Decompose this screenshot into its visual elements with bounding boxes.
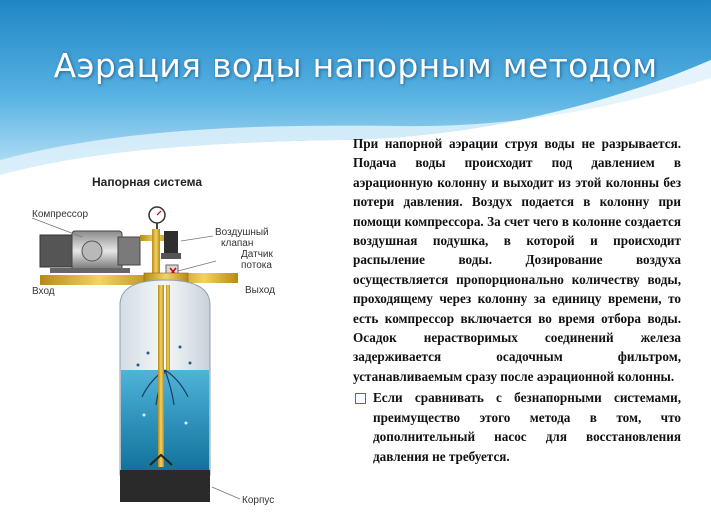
bullet-item: Если сравнивать с безнапорными системами… xyxy=(353,388,681,466)
air-valve xyxy=(161,231,181,259)
tank xyxy=(119,279,211,502)
flow-sensor-label-line1: Датчик xyxy=(241,249,273,260)
air-valve-label-line1: Воздушный xyxy=(215,227,269,238)
compressor-label: Компрессор xyxy=(32,209,88,220)
header-background xyxy=(0,0,711,175)
air-valve-leader-line xyxy=(180,235,214,242)
pressure-gauge xyxy=(148,206,166,230)
inlet-pipe xyxy=(40,275,158,285)
body-leader-line xyxy=(211,486,241,500)
air-valve-label-line2: клапан xyxy=(221,238,253,249)
inlet-label: Вход xyxy=(32,286,55,297)
bullet-text: Если сравнивать с безнапорными системами… xyxy=(373,390,681,464)
slide-title: Аэрация воды напорным методом xyxy=(53,46,658,85)
flow-sensor-leader-line xyxy=(177,260,217,272)
square-bullet-icon xyxy=(355,393,366,405)
description-text: При напорной аэрации струя воды не разры… xyxy=(353,134,681,466)
outlet-pipe xyxy=(170,273,238,283)
diagram-title: Напорная система xyxy=(92,175,202,189)
flow-sensor-label-line2: потока xyxy=(241,260,272,271)
air-pipe xyxy=(140,229,170,277)
compressor-leader-line xyxy=(31,217,83,238)
outlet-label: Выход xyxy=(245,285,275,296)
distributor-tube xyxy=(149,285,173,467)
description-paragraph: При напорной аэрации струя воды не разры… xyxy=(353,136,681,384)
body-label: Корпус xyxy=(242,495,274,506)
compressor xyxy=(39,230,141,273)
pressure-system-diagram: Напорная система xyxy=(31,175,275,506)
